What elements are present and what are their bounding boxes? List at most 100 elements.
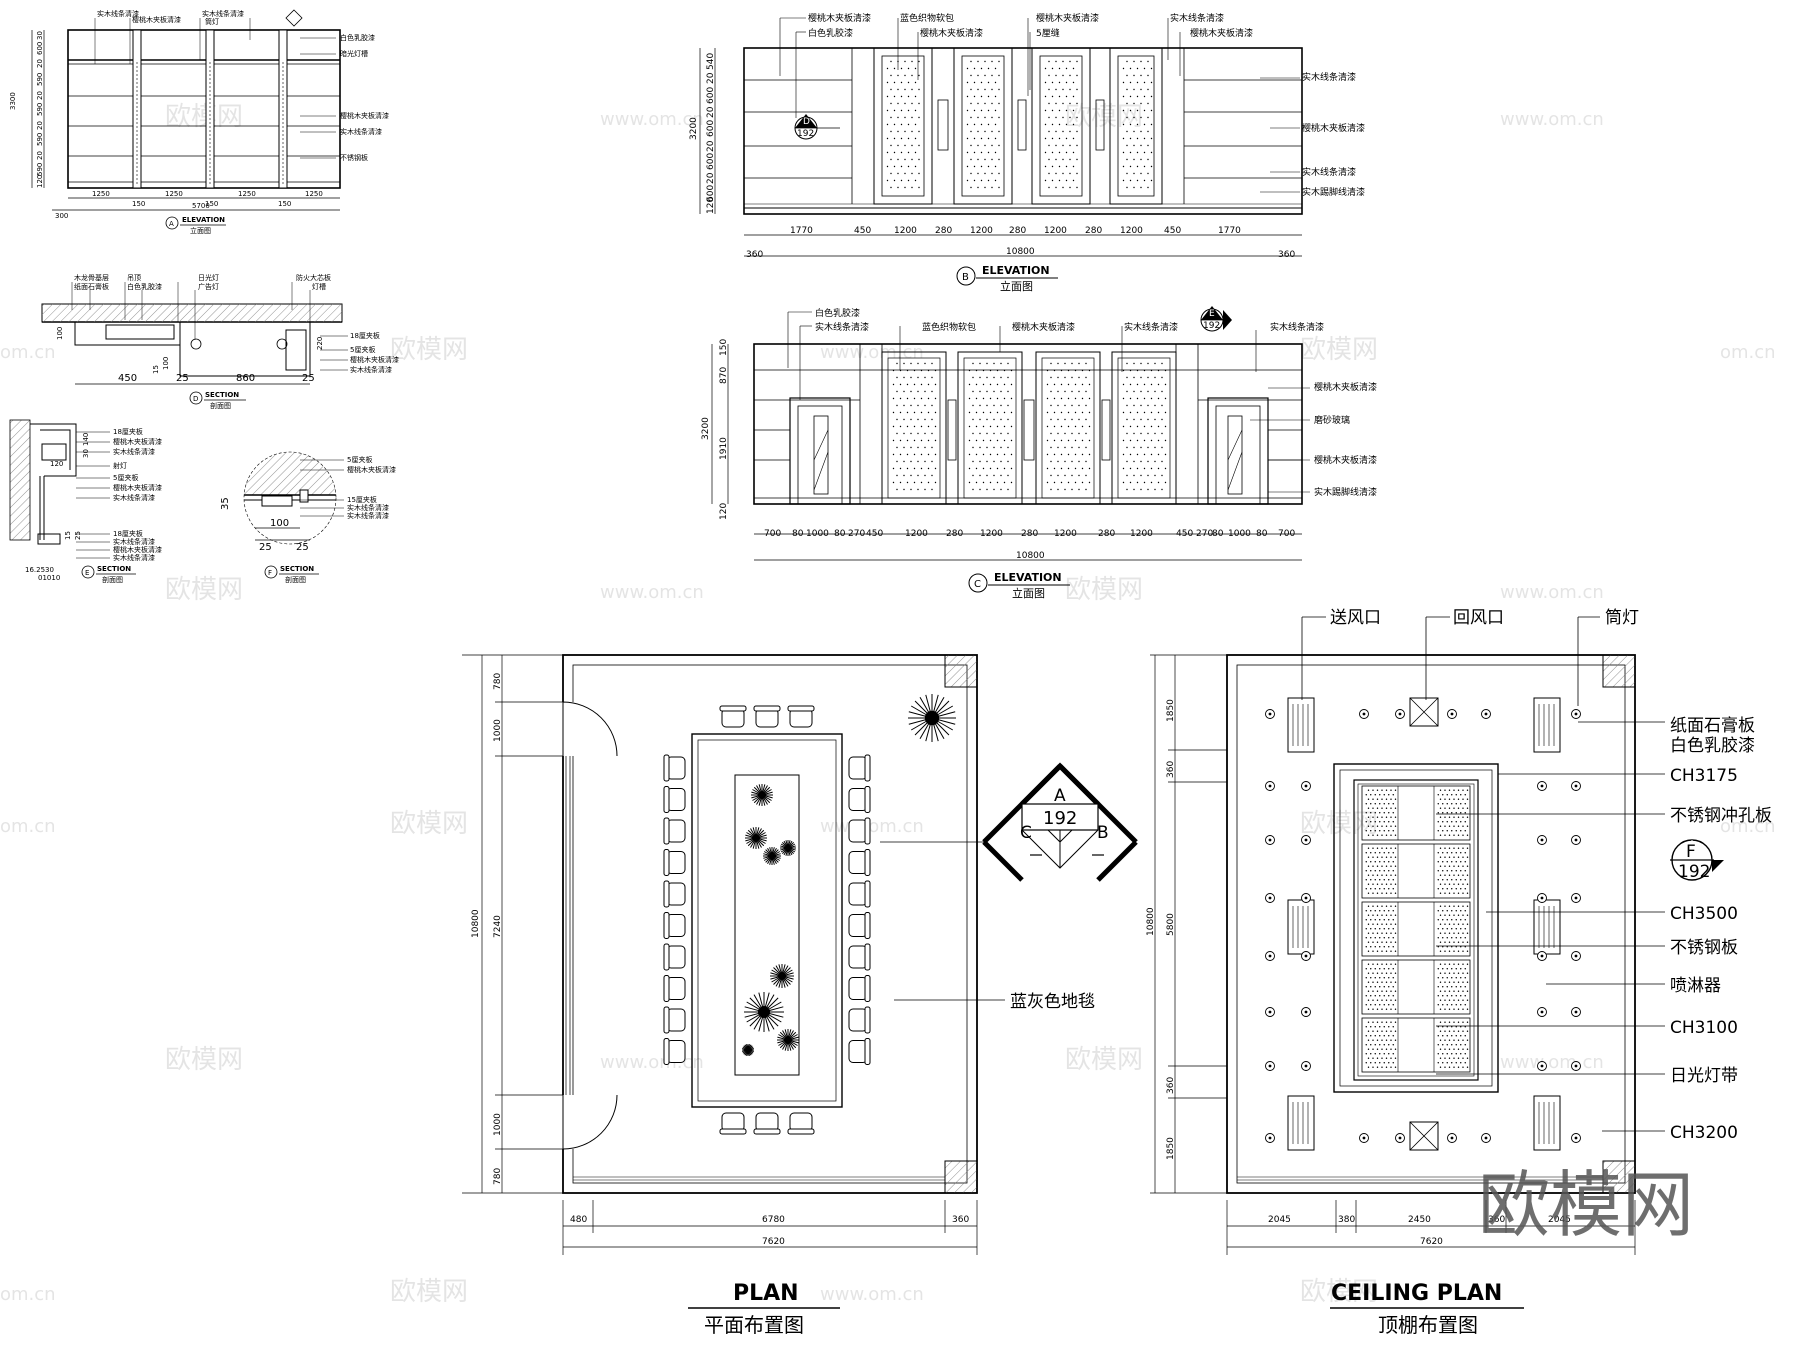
downlight xyxy=(1481,709,1491,719)
elev-b-height: 3200 xyxy=(689,117,699,140)
chair-back xyxy=(663,754,670,782)
chair-seat xyxy=(848,851,868,874)
dim: 120 xyxy=(706,197,716,214)
dim: 1200 xyxy=(970,226,993,236)
section-f-title: SECTION xyxy=(280,565,314,573)
dim: 360 xyxy=(1278,250,1295,260)
elevation-c: 3200 150 870 1910 120 700 80 1000 80 270… xyxy=(701,306,1377,600)
material-label: 樱桃木夹板清漆 xyxy=(1314,381,1377,393)
downlight xyxy=(1359,709,1369,719)
chair-back xyxy=(663,1006,670,1034)
material-label: 蓝色织物软包 xyxy=(900,12,954,24)
watermark: 欧模网 xyxy=(165,575,243,605)
material-label: 樱桃木夹板清漆 xyxy=(113,545,162,554)
dim: 590 xyxy=(36,163,44,176)
dim: 30 xyxy=(36,31,44,40)
watermark-url: www.om.cn xyxy=(1500,582,1604,603)
dim: 590 xyxy=(36,73,44,86)
plan-title: PLAN xyxy=(733,1281,799,1306)
elevation-a-frame xyxy=(67,29,341,189)
dim: 150 xyxy=(719,339,729,356)
dim: 1200 xyxy=(1120,226,1143,236)
dim: 480 xyxy=(570,1215,587,1225)
divider-trim xyxy=(1023,399,1035,461)
dim: 150 xyxy=(278,200,291,208)
material-label: 樱桃木夹板清漆 xyxy=(347,465,396,474)
chair xyxy=(848,912,871,939)
dim: 450 xyxy=(866,529,883,539)
material-label: 白色乳胶漆 xyxy=(808,27,853,39)
dim: 5800 xyxy=(1166,913,1176,936)
watermark-layer: 欧模网 欧模网 欧模网 欧模网 欧模网 欧模网 欧模网 欧模网 欧模网 欧模网 … xyxy=(0,102,1776,1307)
index-tag-letter: E xyxy=(1209,309,1215,319)
material-label: 樱桃木夹板清漆 xyxy=(350,355,399,364)
dim: 80 xyxy=(1256,529,1268,539)
dim: 1770 xyxy=(1218,226,1241,236)
fabric-panel xyxy=(953,47,1013,205)
elev-c-subtitle: 立面图 xyxy=(1012,586,1045,600)
dim: 25 xyxy=(176,373,189,384)
chair-seat xyxy=(848,1040,868,1063)
section-e: 140 30 120 15 25 18厘夹板 樱桃木夹板清漆 实木线条清漆 射灯… xyxy=(9,419,162,584)
dim: 20 xyxy=(706,106,716,118)
downlights xyxy=(1265,709,1581,1143)
section-e-title: SECTION xyxy=(97,565,131,573)
dim: 120 xyxy=(36,175,44,188)
material-label: 白色乳胶漆 xyxy=(815,307,860,319)
downlight xyxy=(1265,893,1275,903)
ceiling-plan: 送风口 回风口 筒灯 纸面石膏板 白色乳胶漆 CH3175 不锈钢冲孔板 CH3… xyxy=(1146,608,1772,1337)
chair-seat xyxy=(848,756,868,780)
downlight xyxy=(1537,1007,1547,1017)
chair xyxy=(663,880,686,908)
chair-seat xyxy=(721,1112,745,1132)
ceiling-plan-title: CEILING PLAN xyxy=(1331,1281,1502,1306)
dim: 120 xyxy=(50,460,63,468)
chair-back xyxy=(864,912,871,939)
dim: 7240 xyxy=(493,915,503,938)
divider-trim xyxy=(1017,99,1027,151)
fabric-panel xyxy=(873,47,933,205)
watermark-url: om.cn xyxy=(0,1284,56,1305)
dim: 600 xyxy=(706,120,716,137)
dim: 700 xyxy=(764,529,781,539)
watermark: 欧模网 xyxy=(1300,1277,1378,1307)
chair xyxy=(848,880,871,908)
chair-seat xyxy=(789,708,813,728)
downlight xyxy=(1301,835,1311,845)
ceiling-panel xyxy=(1361,959,1471,1015)
dim: 25 xyxy=(74,531,82,540)
watermark: 欧模网 xyxy=(390,335,468,365)
dim: 80 xyxy=(1212,529,1224,539)
dim: 80 xyxy=(792,529,804,539)
elevation-index-symbol: A 192 B C xyxy=(982,762,1138,882)
ceiling-label: 纸面石膏板 xyxy=(1670,715,1755,736)
dim: 7620 xyxy=(762,1237,785,1247)
elev-a-title: ELEVATION xyxy=(182,216,225,224)
material-label: 不锈钢板 xyxy=(340,153,368,162)
chair-back xyxy=(663,786,670,813)
dim: 10800 xyxy=(1006,247,1035,257)
chair-seat xyxy=(789,1112,813,1132)
dim: 10800 xyxy=(1146,907,1156,936)
dim: 1200 xyxy=(905,529,928,539)
dim: 360 xyxy=(1166,761,1176,778)
section-d-title: SECTION xyxy=(205,391,239,399)
dim: 280 xyxy=(935,226,952,236)
elev-c-title: ELEVATION xyxy=(994,571,1062,584)
material-label: 吊顶 xyxy=(127,274,141,282)
ceiling-height-label: CH3175 xyxy=(1670,766,1738,786)
coord-label: 16.2530 xyxy=(25,566,54,574)
ceiling-panel xyxy=(1361,785,1471,841)
fabric-panels xyxy=(873,47,1163,205)
material-label: 磨砂玻璃 xyxy=(1314,414,1350,426)
chair-back xyxy=(864,1038,871,1065)
elevation-b-frame xyxy=(743,47,1303,215)
dim: 2045 xyxy=(1268,1215,1291,1225)
divider-trim xyxy=(1095,99,1105,151)
dim: 1000 xyxy=(1228,529,1251,539)
door-swing-top xyxy=(562,701,618,757)
dim: 220 xyxy=(316,337,324,350)
table-centerpiece xyxy=(734,774,800,1076)
dim: 25 xyxy=(296,542,309,553)
dim: 1200 xyxy=(1044,226,1067,236)
